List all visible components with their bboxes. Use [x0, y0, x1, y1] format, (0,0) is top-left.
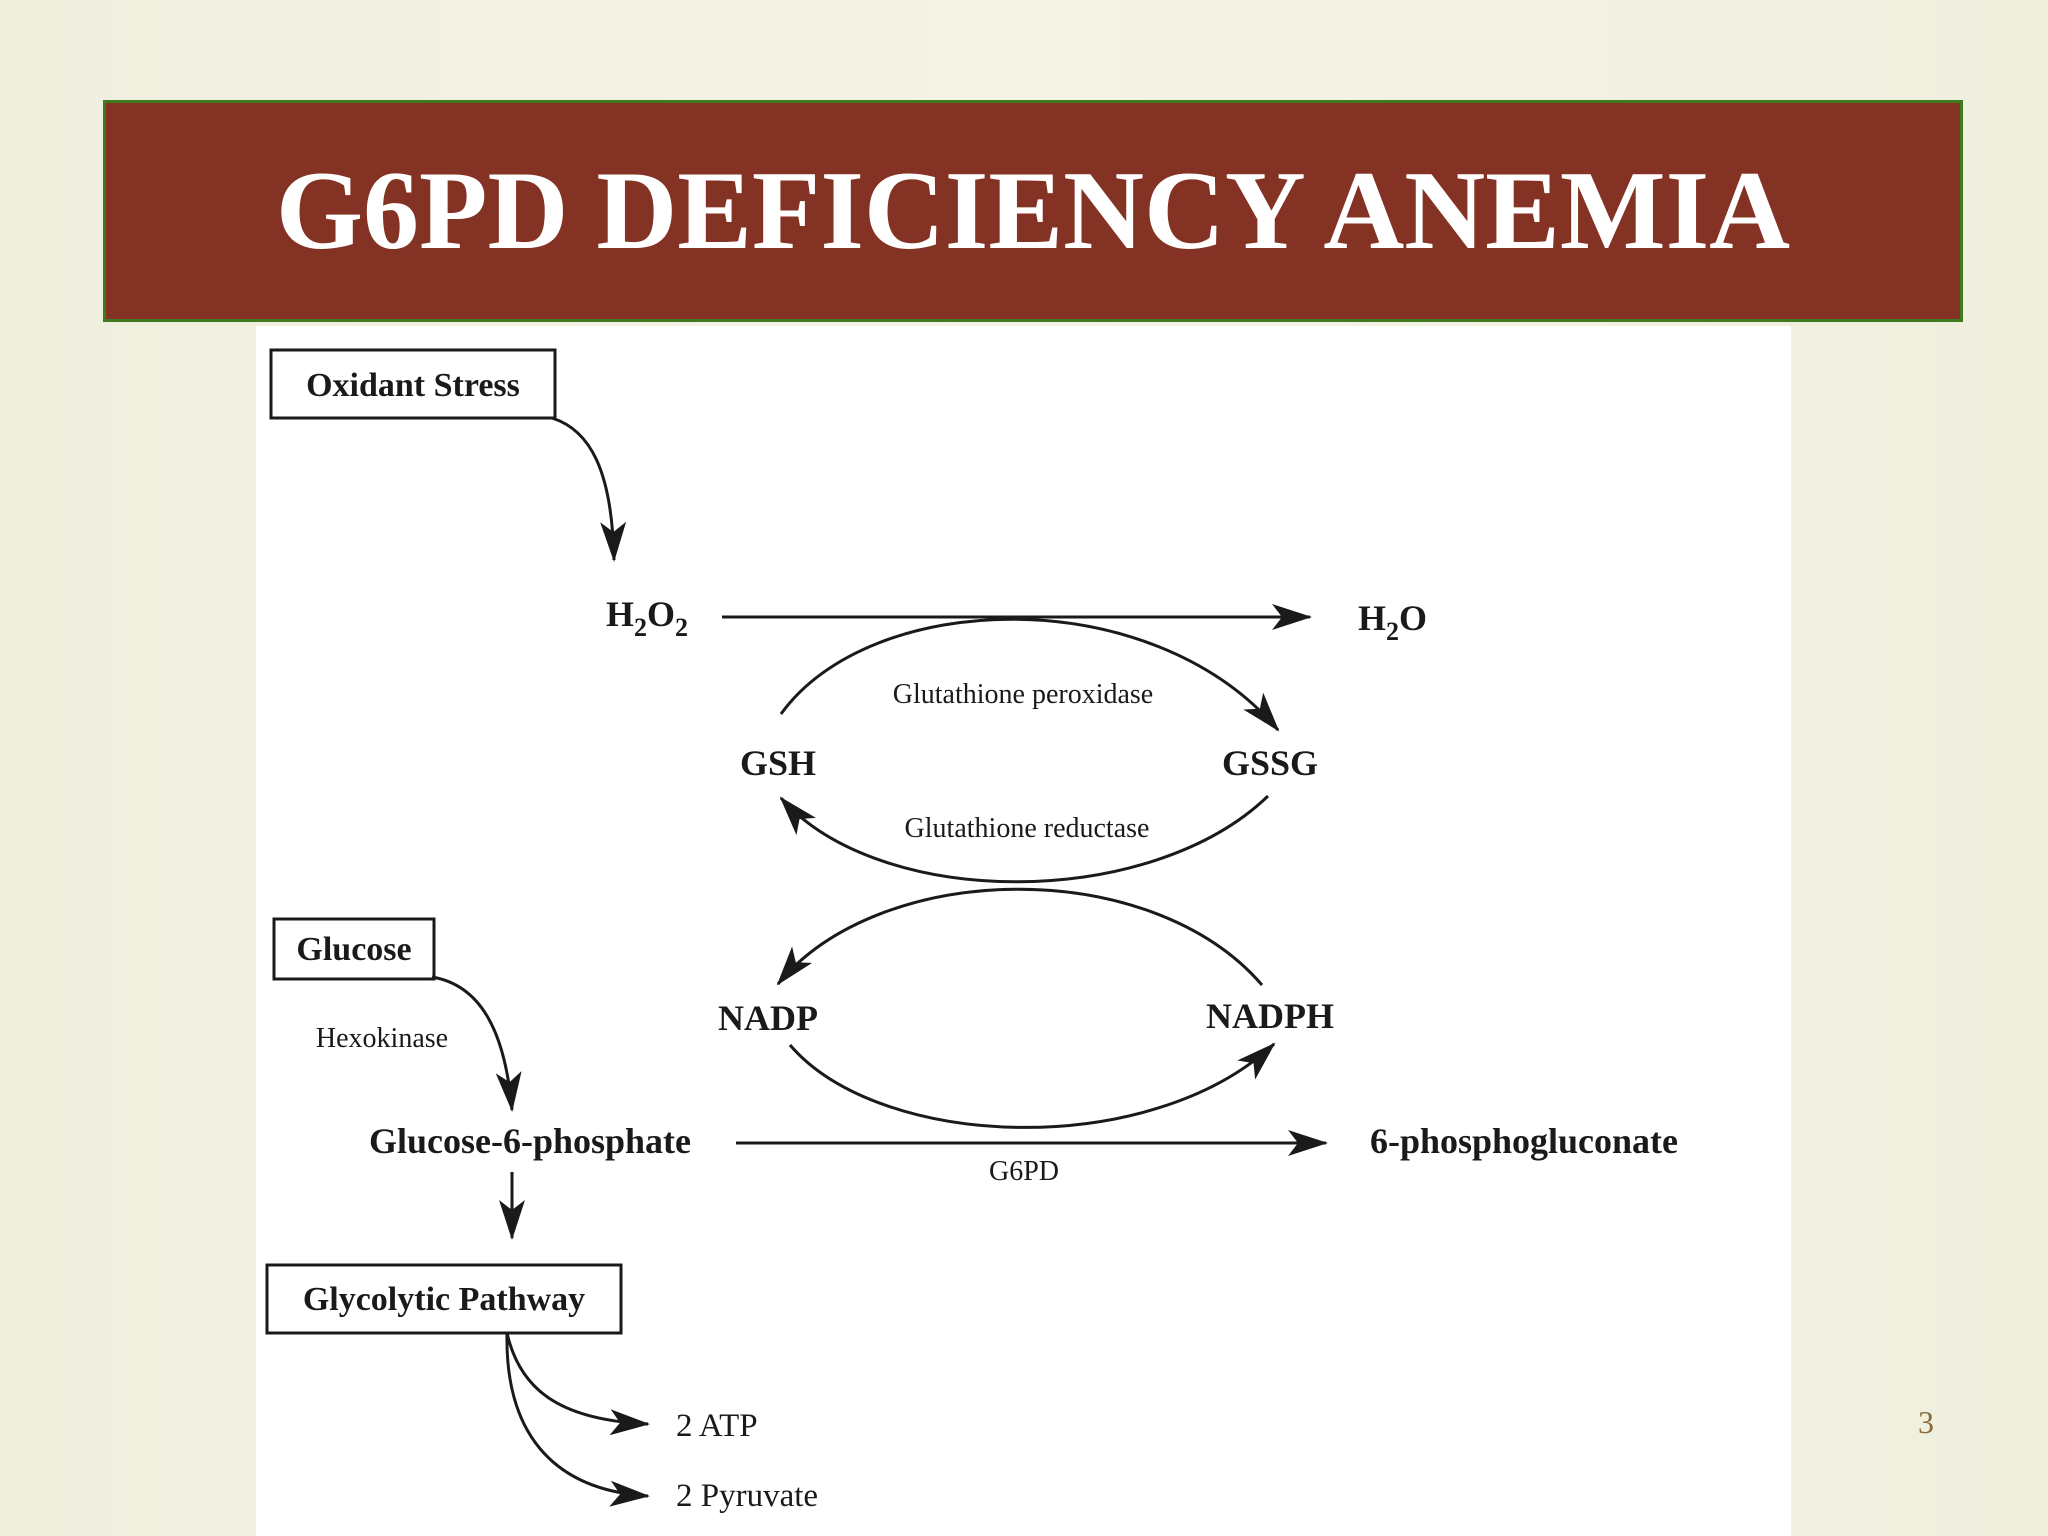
glucose-box: [272, 917, 436, 981]
nadp-label: NADP: [718, 998, 818, 1038]
g6pd-label: G6PD: [989, 1156, 1059, 1187]
glycolytic-to-pyruvate-arrow: [505, 1332, 650, 1507]
glycolytic-to-atp-arrow: [505, 1332, 650, 1436]
phosphogluconate-label: 6-phosphogluconate: [1370, 1121, 1678, 1161]
atp-label: 2 ATP: [676, 1408, 758, 1444]
pyruvate-label: 2 Pyruvate: [676, 1478, 818, 1514]
oxidant-stress-label: Oxidant Stress: [306, 367, 520, 404]
gsh-label: GSH: [740, 743, 816, 783]
nadph-label: NADPH: [1206, 996, 1334, 1036]
oxidant-to-h2o2-arrow: [551, 416, 627, 562]
glutathione-peroxidase-label: Glutathione peroxidase: [893, 679, 1153, 710]
slide-title: G6PD DEFICIENCY ANEMIA: [275, 148, 1791, 273]
glycolytic-pathway-box: [265, 1263, 623, 1335]
title-banner: G6PD DEFICIENCY ANEMIA: [103, 100, 1963, 322]
hexokinase-label: Hexokinase: [316, 1023, 448, 1054]
glutathione-peroxidase-arc: [779, 617, 1280, 732]
h2o2-label: H2O2: [606, 594, 688, 642]
glutathione-reductase-arc: [779, 794, 1270, 884]
h2o-label: H2O: [1358, 598, 1427, 646]
oxidant-stress-box: [269, 348, 557, 420]
nadph-to-nadp-arc: [776, 887, 1264, 986]
nadp-to-nadph-arc: [788, 1042, 1276, 1129]
glutathione-reductase-label: Glutathione reductase: [905, 813, 1150, 844]
glucose-to-g6p-arrow: [431, 975, 522, 1112]
glucose-label: Glucose: [296, 931, 411, 968]
gssg-label: GSSG: [1222, 743, 1318, 783]
glucose-6-phosphate-label: Glucose-6-phosphate: [369, 1121, 691, 1161]
glycolytic-pathway-label: Glycolytic Pathway: [303, 1281, 585, 1318]
page-number: 3: [1918, 1404, 1934, 1440]
